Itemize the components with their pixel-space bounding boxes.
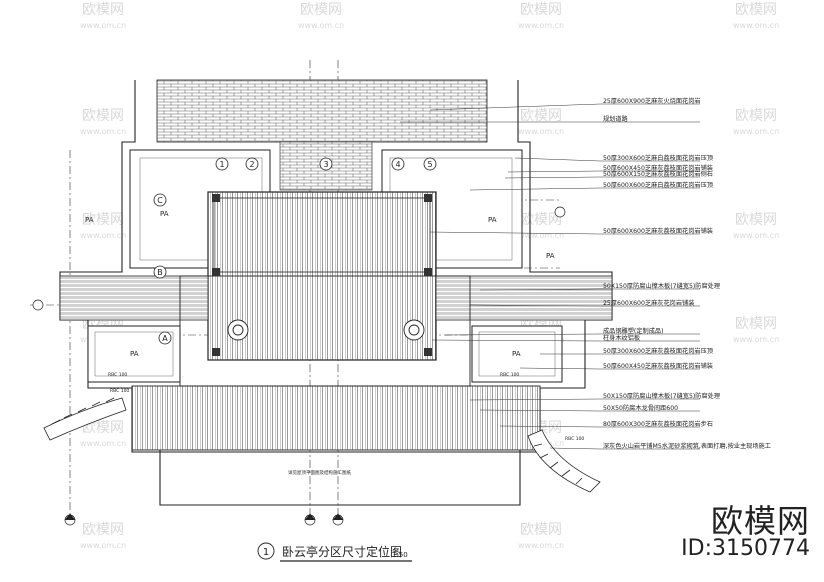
pavilion-roof-outline	[213, 197, 431, 273]
annotation-text: 50厚600X450芝麻灰荔枝面花岗岩铺装	[603, 164, 713, 172]
watermark-logo: 欧模网	[520, 522, 562, 538]
axis-bubbles: 1 2 3 4 5A B C	[153, 157, 437, 345]
watermark-logo: 欧模网	[82, 522, 124, 538]
axis-bubble-label: 5	[427, 160, 432, 169]
axis-bubble	[423, 157, 437, 171]
watermark-url: www.om.cn	[733, 127, 779, 136]
pavilion-columns	[212, 194, 432, 356]
axis-bubble-label: 4	[395, 160, 400, 169]
watermark-logo: 欧模网	[82, 108, 124, 124]
watermark-url: www.om.cn	[518, 127, 564, 136]
axis-bubble-label: 2	[249, 160, 254, 169]
watermark-logo: 欧模网	[300, 2, 342, 18]
annotation-text: 50厚300X600芝麻灰荔枝面花岗岩压顶	[603, 347, 713, 355]
area-labels: PA PA PA PA PA PA	[85, 210, 555, 358]
annotation-text: 50厚300X600芝麻白荔枝面花岗岩压顶	[603, 154, 713, 162]
deck-band-east	[435, 275, 613, 321]
dimension-label: RBC 100	[500, 372, 519, 378]
watermark-logo: 欧模网	[735, 108, 777, 124]
axis-bubble-label: 1	[219, 160, 224, 169]
watermark-logo: 欧模网	[82, 212, 124, 228]
annotation-text: 50厚600X450芝麻灰荔枝面花岗岩铺装	[603, 362, 713, 370]
stepping-stones-west	[43, 397, 127, 441]
watermark-logo: 欧模网	[735, 316, 777, 332]
area-label-pa: PA	[546, 252, 555, 260]
watermark-logo: 欧模网	[82, 420, 124, 436]
watermark-url: www.om.cn	[80, 127, 126, 136]
axis-bubble	[391, 157, 405, 171]
axis-bubble	[215, 157, 229, 171]
watermark-logo: 欧模网	[735, 212, 777, 228]
site-outline	[59, 80, 613, 506]
dimension-label: RBC 100	[108, 372, 127, 378]
axis-bubble	[153, 193, 167, 207]
watermark-url: www.om.cn	[298, 21, 344, 30]
annotation-text: 柱身木纹铝板	[603, 334, 640, 342]
area-label-pa: PA	[130, 350, 139, 358]
annotation-text: 25厚600X900芝麻灰火烧面花岗岩	[603, 97, 701, 105]
watermark-url: www.om.cn	[518, 541, 564, 550]
brick-paving-north	[156, 79, 488, 143]
watermark-url: www.om.cn	[733, 231, 779, 240]
annotation-text: 规划道路	[603, 115, 629, 123]
watermark-url: www.om.cn	[80, 21, 126, 30]
watermark-logo: 欧模网	[520, 108, 562, 124]
annotation-text: 50厚600X600芝麻灰荔枝面花岗岩铺装	[603, 227, 713, 235]
round-stools	[227, 319, 425, 341]
watermark-url: www.om.cn	[80, 231, 126, 240]
area-label-pa: PA	[85, 216, 94, 224]
axis-bubble-label: 3	[323, 160, 328, 169]
annotation-text: 50X50防腐木龙骨间距600	[603, 404, 678, 412]
annotation-text: 深灰色火山岩平铺M5水泥砂浆砌筑,表面打磨,按业主现场施工	[603, 442, 771, 450]
watermark-url: www.om.cn	[733, 21, 779, 30]
title-number-circle	[257, 542, 275, 560]
annotation-text: 80厚600X300芝麻灰荔枝面花岗岩步石	[603, 420, 713, 428]
area-label-pa: PA	[160, 210, 169, 218]
watermark-url: www.om.cn	[80, 439, 126, 448]
watermark-url: www.om.cn	[80, 541, 126, 550]
drawing-title: 卧云亭分区尺寸定位图	[282, 544, 402, 559]
dimension-label: RBC 100	[110, 388, 129, 394]
annotation-text: 50厚600X600芝麻白荔枝面花岗岩压顶	[603, 181, 713, 189]
axis-bubble-label: C	[157, 196, 163, 205]
watermark-logo: 欧模网	[735, 2, 777, 18]
watermark-url: www.om.cn	[518, 21, 564, 30]
brand-id: ID:3150774	[681, 536, 810, 561]
axis-bubble	[153, 265, 167, 279]
drawing-title-block: 1 卧云亭分区尺寸定位图 1:50	[257, 542, 412, 562]
axis-bubble-label: B	[157, 268, 163, 277]
deck-band-south	[131, 385, 541, 451]
brand-logo-text: 欧模网	[710, 502, 810, 540]
axis-bubble	[158, 331, 172, 345]
dimension-label: RBC 100	[565, 436, 584, 442]
axis-bubble	[319, 157, 333, 171]
annotation-leaders	[400, 103, 700, 450]
annotation-text: 50X150厚防腐山樟木板(7缝宽5)防腐处理	[603, 392, 720, 400]
stepping-stones-east	[527, 429, 601, 493]
axis-bubble-label: A	[162, 334, 168, 343]
section-markers	[32, 206, 566, 526]
watermark-logo: 欧模网	[520, 2, 562, 18]
annotation-text: 25厚600X600芝麻灰花岗岩铺装	[603, 299, 694, 307]
annotation-text: 50厚600X150芝麻灰荔枝面花岗岩侧石	[603, 170, 713, 178]
axis-bubble	[245, 157, 259, 171]
watermark-url: www.om.cn	[518, 231, 564, 240]
drawing-footnote: 详见屋顶平面图及结构施工图纸	[288, 469, 351, 476]
deck-band-west	[59, 275, 209, 321]
annotation-text: 50X150厚防腐山樟木板(7缝宽5)防腐处理	[603, 282, 720, 290]
area-label-pa: PA	[488, 216, 497, 224]
title-number: 1	[263, 547, 269, 558]
drawing-scale: 1:50	[392, 551, 408, 559]
annotation-text: 成品钢雕塑(定制成品)	[603, 327, 664, 335]
watermark-logo: 欧模网	[82, 2, 124, 18]
area-label-pa: PA	[512, 350, 521, 358]
watermark-url: www.om.cn	[733, 335, 779, 344]
